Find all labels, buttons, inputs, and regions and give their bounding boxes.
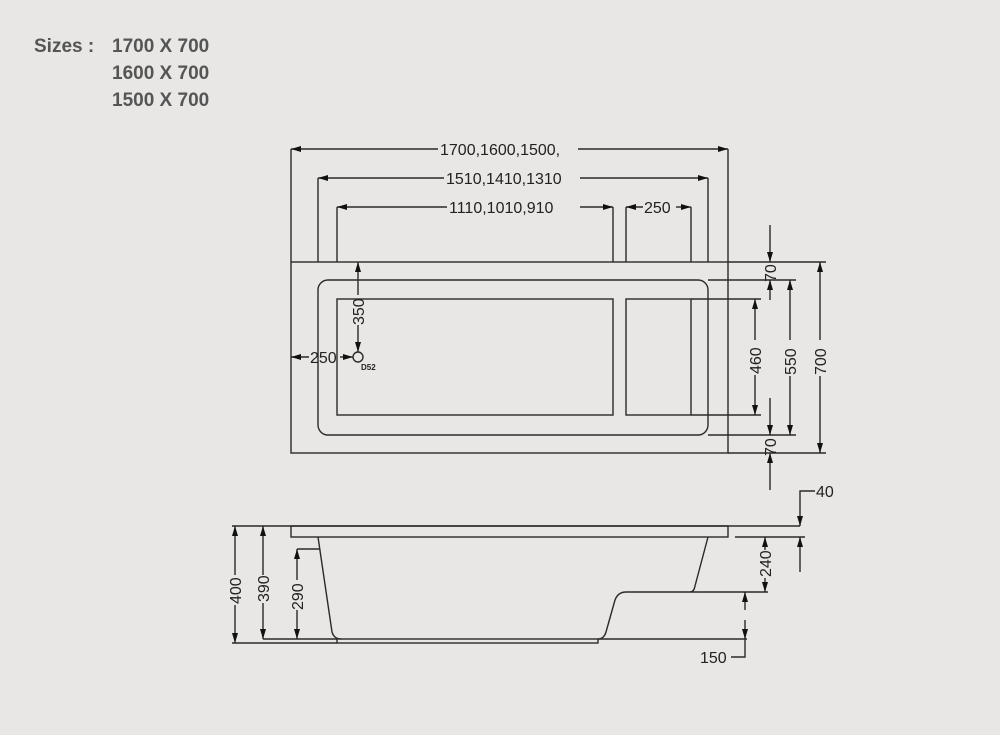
side-compartment (625, 298, 692, 416)
rim (290, 525, 729, 538)
sizes-label: Sizes : (34, 36, 95, 57)
drain-label: D52 (361, 363, 376, 372)
top-view: 1700,1600,1500, 1510,1410,1310 1110,1010… (290, 142, 830, 490)
dim-basin-width: 460 (748, 347, 765, 374)
dim-rim-thickness: 40 (816, 484, 834, 501)
basin (336, 298, 614, 416)
dim-inner-width: 550 (783, 348, 800, 375)
base (336, 638, 599, 644)
dim-rim-top: 70 (763, 264, 780, 282)
dim-total-height: 400 (228, 577, 245, 604)
dim-drain-x: 250 (310, 350, 337, 367)
dim-rim-bottom: 70 (763, 438, 780, 456)
dim-390: 390 (256, 575, 273, 602)
side-view: 400 390 290 240 40 150 (228, 484, 834, 667)
inner-rim (317, 279, 709, 436)
drain (352, 351, 364, 363)
left-wall (317, 536, 342, 640)
dim-basin-length: 1110,1010,910 (449, 200, 554, 217)
dim-overall-width: 700 (813, 348, 830, 375)
tub-outline (290, 261, 729, 454)
dim-overall-length: 1700,1600,1500, (440, 142, 560, 159)
size-option: 1700 X 700 (112, 36, 210, 57)
step-wall (597, 536, 709, 640)
dim-step-height: 150 (700, 650, 727, 667)
dim-step-depth: 240 (758, 550, 775, 577)
dim-inner-length: 1510,1410,1310 (446, 171, 562, 188)
dim-drain-y: 350 (351, 298, 368, 325)
size-option: 1500 X 700 (112, 90, 210, 111)
size-option: 1600 X 700 (112, 63, 210, 84)
dim-depth-290: 290 (290, 583, 307, 610)
dim-compartment-width: 250 (644, 200, 671, 217)
